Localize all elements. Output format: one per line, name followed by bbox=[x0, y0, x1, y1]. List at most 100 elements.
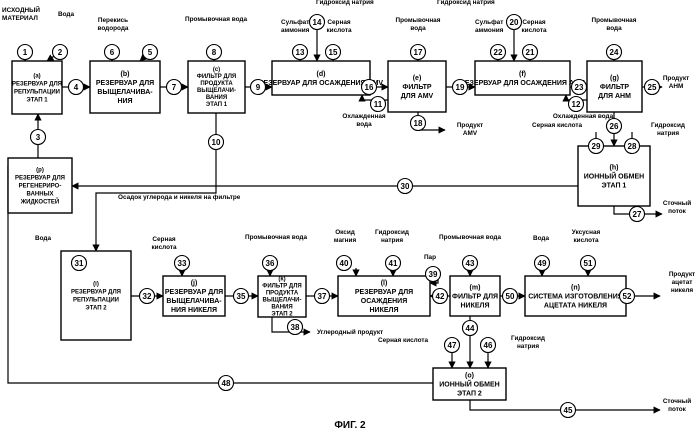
box-a-label-1: РЕЗЕРВУАР ДЛЯ bbox=[12, 82, 62, 88]
stream-38-number: 38 bbox=[291, 323, 300, 332]
stream-36-number: 36 bbox=[266, 259, 275, 268]
stream-41-number: 41 bbox=[389, 259, 398, 268]
box-b-label-2: ВЫЩЕЛАЧИВА- bbox=[97, 89, 153, 96]
stream-15: 15 bbox=[326, 45, 341, 60]
label-h2so4-h: Серная кислота bbox=[532, 122, 583, 129]
stream-14: 14 bbox=[310, 15, 325, 30]
stream-16-number: 16 bbox=[365, 83, 374, 92]
stream-11-number: 11 bbox=[374, 100, 383, 109]
box-i-label-3: ЭТАП 2 bbox=[85, 306, 107, 312]
stream-16: 16 bbox=[362, 80, 377, 95]
box-d-letter: (d) bbox=[317, 71, 326, 78]
box-e: (e)ФИЛЬТРДЛЯ AMV bbox=[388, 61, 446, 112]
box-k-label-1: ФИЛЬТР ДЛЯ bbox=[262, 284, 301, 290]
label-feed: ИСХОДНЫЙМАТЕРИАЛ bbox=[2, 5, 40, 22]
label-steam: Пар bbox=[424, 254, 436, 261]
box-k-label-5: ЭТАП 2 bbox=[271, 312, 293, 318]
box-b-letter: (b) bbox=[121, 71, 130, 78]
stream-42-number: 42 bbox=[436, 292, 445, 301]
box-l-label-2: ОСАЖДЕНИЯ bbox=[361, 298, 407, 305]
label-amm-sulf2: Сульфатаммония bbox=[475, 19, 504, 34]
label-acetic: Уксуснаякислота bbox=[572, 229, 601, 244]
stream-43: 43 bbox=[463, 256, 478, 271]
stream-33-number: 33 bbox=[178, 259, 187, 268]
stream-11: 11 bbox=[371, 97, 386, 112]
stream-40-number: 40 bbox=[340, 259, 349, 268]
stream-22: 22 bbox=[491, 45, 506, 60]
stream-44-number: 44 bbox=[466, 324, 475, 333]
box-a-letter: (a) bbox=[33, 74, 40, 80]
box-f: (f)РЕЗЕРВУАР ДЛЯ ОСАЖДЕНИЯ AHM bbox=[460, 61, 585, 95]
box-l-label-1: РЕЗЕРВУАР ДЛЯ bbox=[355, 289, 413, 296]
stream-7-number: 7 bbox=[172, 83, 177, 92]
stream-25-number: 25 bbox=[648, 83, 657, 92]
stream-7: 7 bbox=[167, 80, 182, 95]
box-h-label-1: ИОННЫЙ ОБМЕН bbox=[584, 172, 644, 181]
label-residue: Осадок углерода и никеля на фильтре bbox=[118, 194, 241, 201]
label-prod-niac: Продуктацетатникеля bbox=[669, 271, 695, 294]
stream-27-number: 27 bbox=[633, 210, 642, 219]
stream-22-number: 22 bbox=[494, 48, 503, 57]
stream-46-number: 46 bbox=[484, 341, 493, 350]
stream-49: 49 bbox=[535, 256, 550, 271]
box-c-label-1: ФИЛЬТР ДЛЯ bbox=[197, 74, 236, 80]
stream-10: 10 bbox=[209, 135, 224, 150]
box-j: (j)РЕЗЕРВУАР ДЛЯВЫЩЕЛАЧИВА-НИЯ НИКЕЛЯ bbox=[163, 276, 225, 316]
label-water1: Вода bbox=[58, 11, 74, 18]
stream-37: 37 bbox=[315, 289, 330, 304]
stream-21: 21 bbox=[523, 45, 538, 60]
box-k-label-2: ПРОДУКТА bbox=[266, 291, 299, 297]
label-waste1: Сточныйпоток bbox=[663, 199, 691, 215]
stream-23: 23 bbox=[572, 80, 587, 95]
box-n-label-1: СИСТЕМА ИЗГОТОВЛЕНИЯ bbox=[528, 294, 623, 301]
stream-38: 38 bbox=[288, 320, 303, 335]
box-d-frame bbox=[272, 61, 370, 95]
box-j-letter: (j) bbox=[191, 280, 198, 287]
stream-9-number: 9 bbox=[256, 83, 261, 92]
box-i-label-2: РЕПУЛЬПАЦИИ bbox=[73, 298, 119, 304]
stream-4-number: 4 bbox=[74, 83, 79, 92]
stream-50-number: 50 bbox=[506, 292, 515, 301]
stream-8: 8 bbox=[207, 45, 222, 60]
stream-24-number: 24 bbox=[610, 48, 619, 57]
stream-6: 6 bbox=[105, 45, 120, 60]
stream-36: 36 bbox=[263, 256, 278, 271]
stream-51: 51 bbox=[581, 256, 596, 271]
stream-43-number: 43 bbox=[466, 259, 475, 268]
box-p-letter: (p) bbox=[36, 168, 44, 174]
stream-1-number: 1 bbox=[23, 48, 28, 57]
label-naoh-top: Гидроксид натрия bbox=[316, 0, 374, 6]
stream-35-number: 35 bbox=[237, 292, 246, 301]
stream-30: 30 bbox=[398, 179, 413, 194]
stream-28-number: 28 bbox=[628, 142, 637, 151]
stream-42: 42 bbox=[433, 289, 448, 304]
box-o-label-1: ИОННЫЙ ОБМЕН bbox=[439, 380, 499, 389]
stream-12-number: 12 bbox=[572, 100, 581, 109]
stream-13-number: 13 bbox=[296, 48, 305, 57]
figure-caption: ФИГ. 2 bbox=[334, 420, 366, 431]
box-b-label-3: НИЯ bbox=[117, 98, 132, 105]
stream-25: 25 bbox=[645, 80, 660, 95]
stream-35: 35 bbox=[234, 289, 249, 304]
stream-2: 2 bbox=[53, 45, 68, 60]
stream-31: 31 bbox=[72, 256, 87, 271]
box-c-label-4: ВАНИЯ bbox=[206, 95, 227, 101]
box-g-letter: (g) bbox=[610, 75, 619, 82]
stream-5: 5 bbox=[143, 45, 158, 60]
box-c-label-2: ПРОДУКТА bbox=[200, 81, 233, 87]
box-a-label-2: РЕПУЛЬПАЦИИ bbox=[14, 90, 60, 96]
label-h2so4-o: Серная кислота bbox=[378, 337, 429, 344]
box-h: (h)ИОННЫЙ ОБМЕНЭТАП 1 bbox=[578, 146, 650, 206]
stream-32-number: 32 bbox=[143, 292, 152, 301]
label-naoh-l: Гидроксиднатрия bbox=[375, 229, 409, 244]
box-m: (m)ФИЛЬТР ДЛЯНИКЕЛЯ bbox=[450, 276, 500, 316]
box-l-letter: (l) bbox=[381, 280, 388, 287]
stream-48-number: 48 bbox=[222, 379, 231, 388]
stream-1: 1 bbox=[18, 45, 33, 60]
box-g-label-2: ДЛЯ AHM bbox=[598, 93, 631, 100]
stream-27: 27 bbox=[630, 207, 645, 222]
stream-44: 44 bbox=[463, 321, 478, 336]
box-m-label-2: НИКЕЛЯ bbox=[461, 303, 490, 310]
label-prod-amv: ПродуктAMV bbox=[457, 122, 483, 137]
stream-19-number: 19 bbox=[456, 83, 465, 92]
